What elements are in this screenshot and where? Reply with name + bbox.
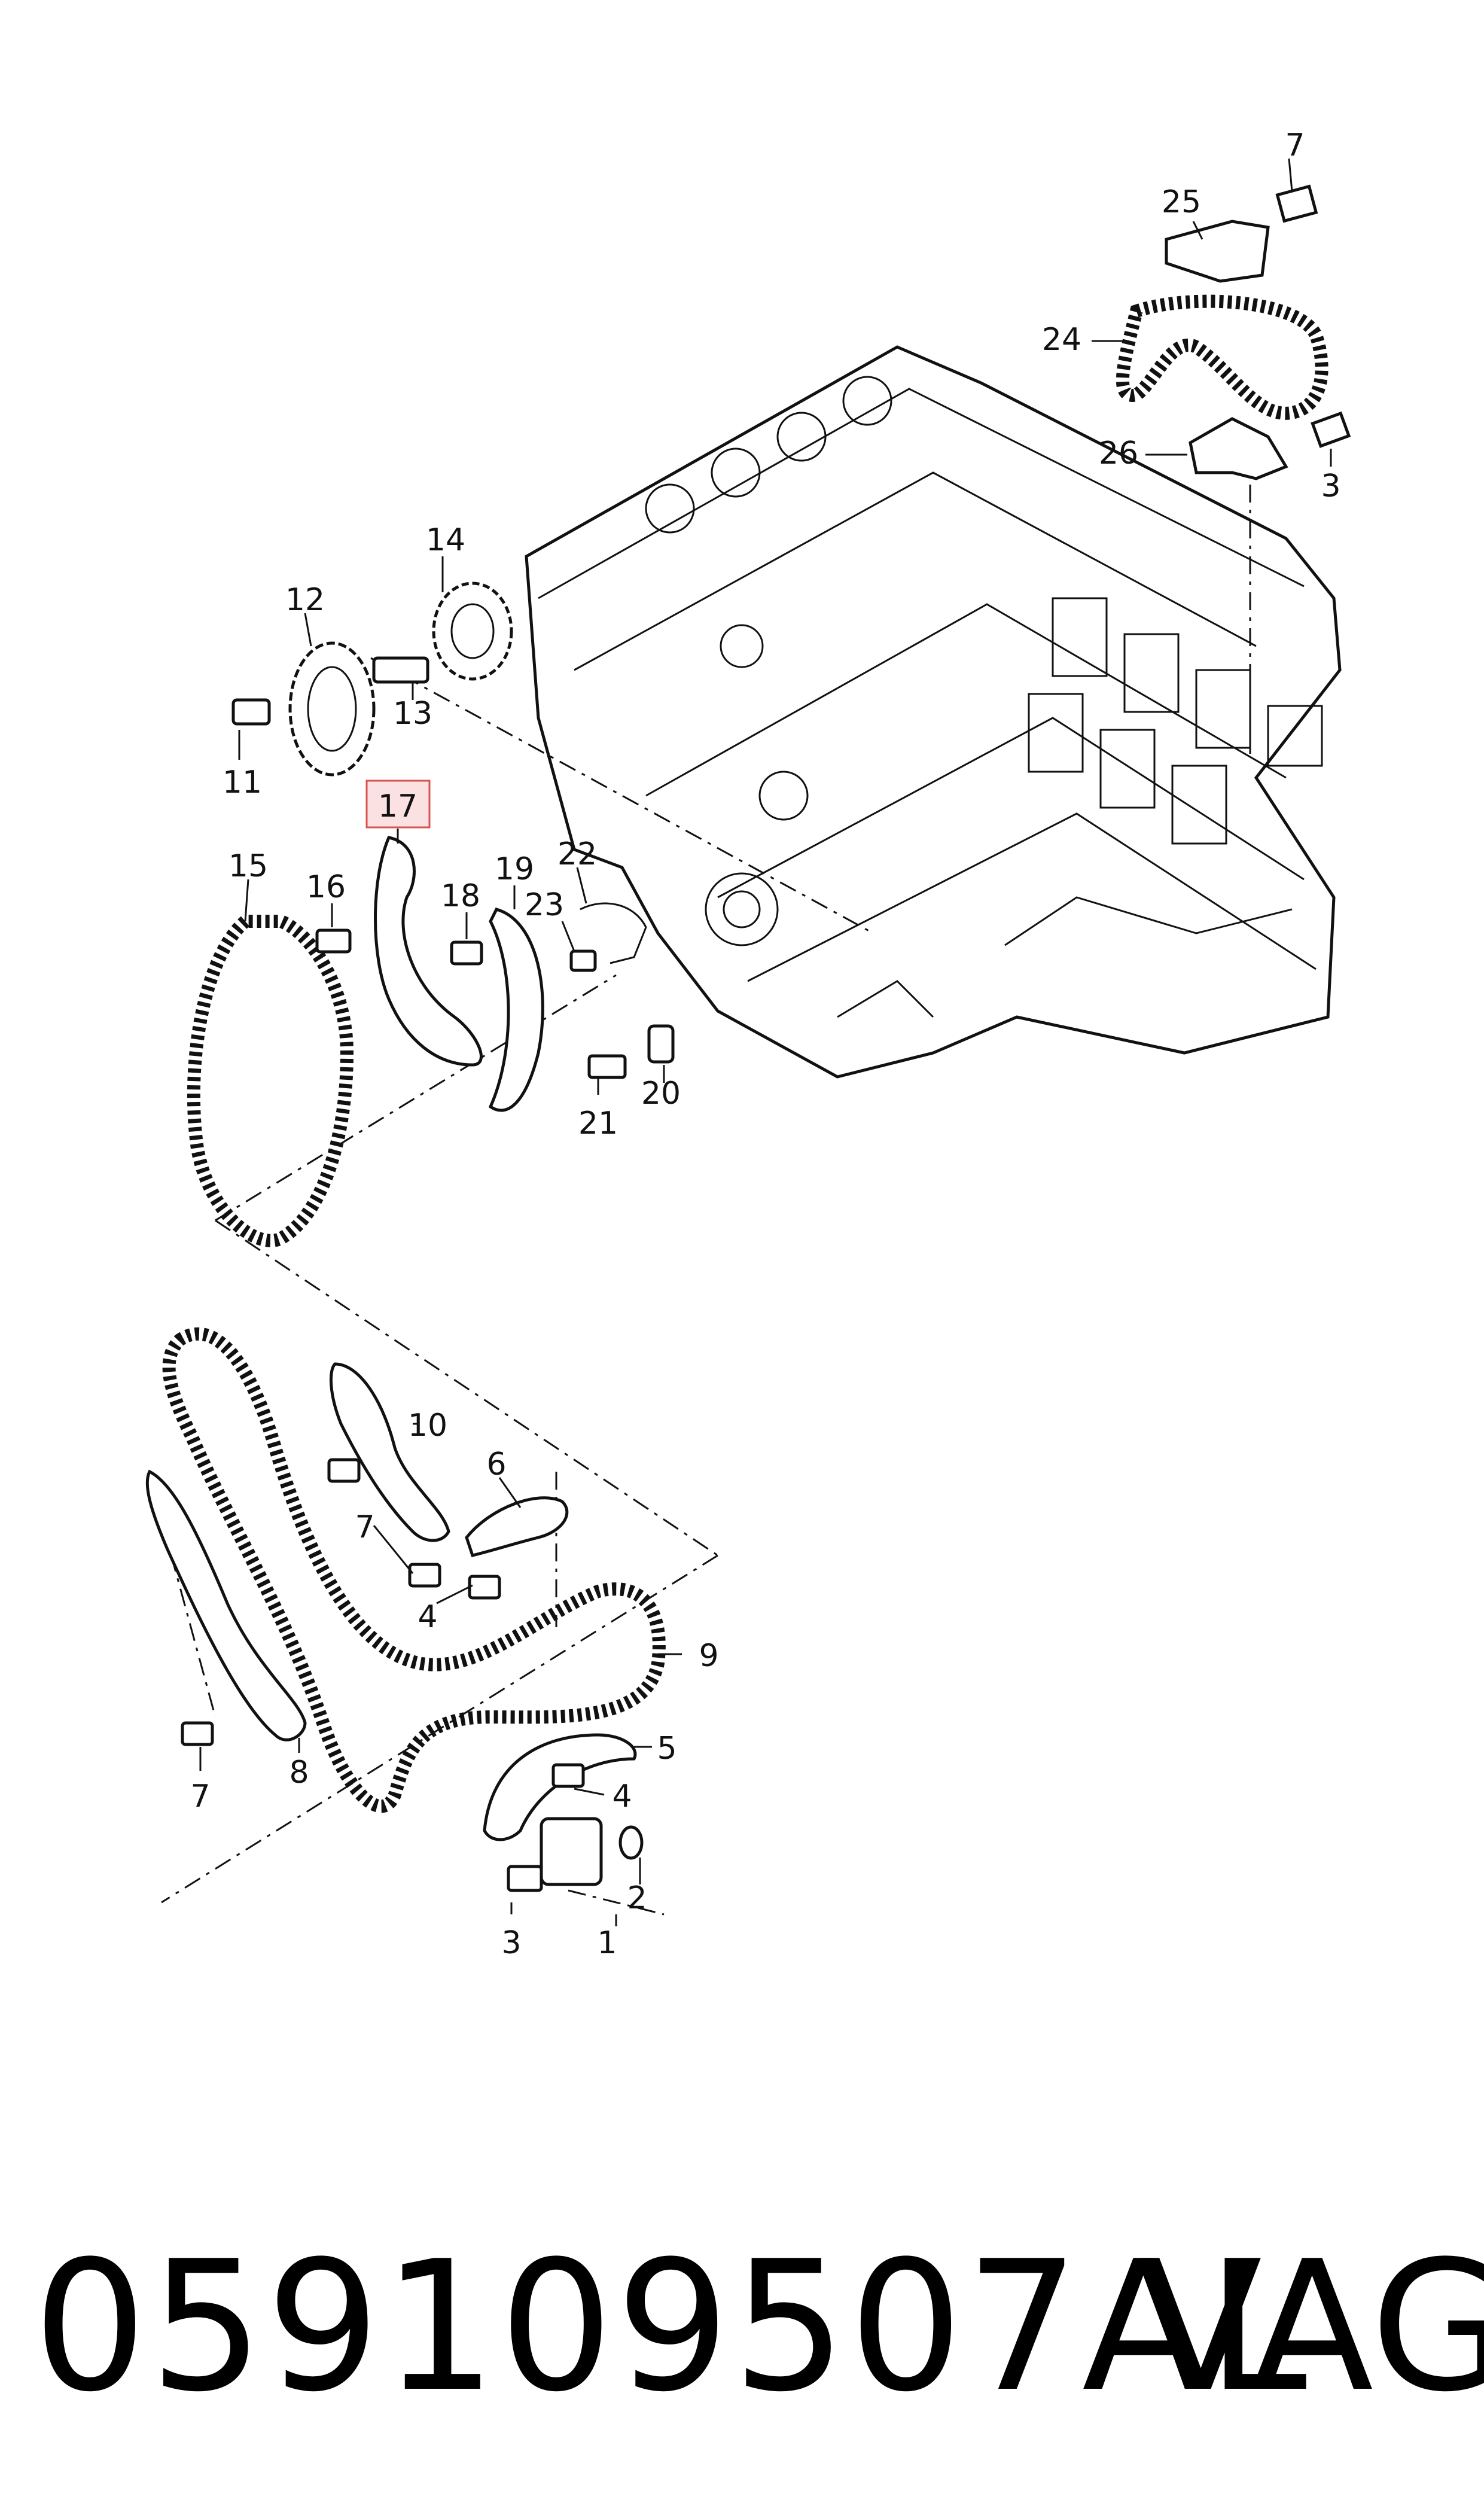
callout-label: 2	[627, 1880, 647, 1916]
callout-label: 20	[641, 1076, 681, 1112]
callout-label: 13	[393, 696, 432, 732]
callout-label: 7	[190, 1779, 210, 1814]
camshaft-chain-15	[187, 915, 354, 1247]
brand-name: VAG	[1139, 2222, 1484, 2431]
callout-label: 23	[525, 887, 564, 923]
highlight-box	[365, 780, 431, 829]
callout-label: 18	[441, 878, 480, 914]
upper-timing-chain	[1116, 294, 1328, 420]
callout-label: 4	[418, 1599, 437, 1635]
small-parts-lower	[181, 1458, 585, 1892]
callout-label: 17	[378, 788, 418, 824]
callout-label: 3	[1321, 468, 1340, 504]
callout-labels: 1 2 3 3 4 4 5 6 7 7 7 8 9 10 11 12 13 14…	[190, 127, 1340, 1961]
chain-guide-25	[1165, 184, 1318, 283]
chain-tensioner-1	[540, 1817, 644, 1886]
bolts-upper	[231, 656, 429, 726]
callout-label: 10	[408, 1408, 447, 1444]
exploded-parts-diagram: 1 2 3 3 4 4 5 6 7 7 7 8 9 10 11 12 13 14…	[145, 127, 1351, 1961]
callout-label: 24	[1042, 322, 1081, 358]
chain-guide-19	[488, 908, 544, 1112]
leader-lines	[199, 158, 1332, 1926]
callout-label: 4	[612, 1779, 632, 1814]
drive-chain-9	[162, 1327, 666, 1813]
callout-label: 3	[501, 1925, 521, 1961]
callout-label: 1	[597, 1925, 617, 1961]
chain-guide-8	[145, 1469, 307, 1741]
tensioning-rail-17	[374, 836, 483, 1067]
callout-label: 12	[285, 582, 325, 618]
callout-label: 11	[223, 765, 262, 800]
camshaft-sprocket-12	[288, 641, 376, 777]
part-number: 059109507AL	[33, 2222, 1310, 2431]
callout-label: 9	[699, 1638, 718, 1674]
callout-label: 15	[228, 848, 268, 884]
callout-label: 22	[557, 836, 597, 872]
callout-label: 16	[306, 869, 346, 905]
callout-label: 5	[657, 1731, 677, 1767]
small-parts-middle	[315, 902, 675, 1079]
callout-label: 25	[1162, 184, 1201, 220]
callout-label: 26	[1099, 436, 1138, 471]
callout-label: 21	[578, 1106, 618, 1141]
callout-label: 7	[355, 1509, 374, 1545]
tensioning-rail-5	[483, 1733, 637, 1841]
callout-label: 14	[426, 522, 465, 558]
callout-label: 8	[289, 1755, 309, 1791]
chain-guide-10	[330, 1362, 450, 1542]
callout-label: 19	[495, 851, 534, 887]
engine-block	[525, 345, 1342, 1079]
callout-label: 7	[1285, 127, 1305, 163]
chain-guide-6	[465, 1496, 569, 1557]
callout-label: 6	[486, 1447, 506, 1482]
chain-tensioner-26	[1189, 411, 1351, 480]
camshaft-adjuster-14	[432, 581, 513, 681]
